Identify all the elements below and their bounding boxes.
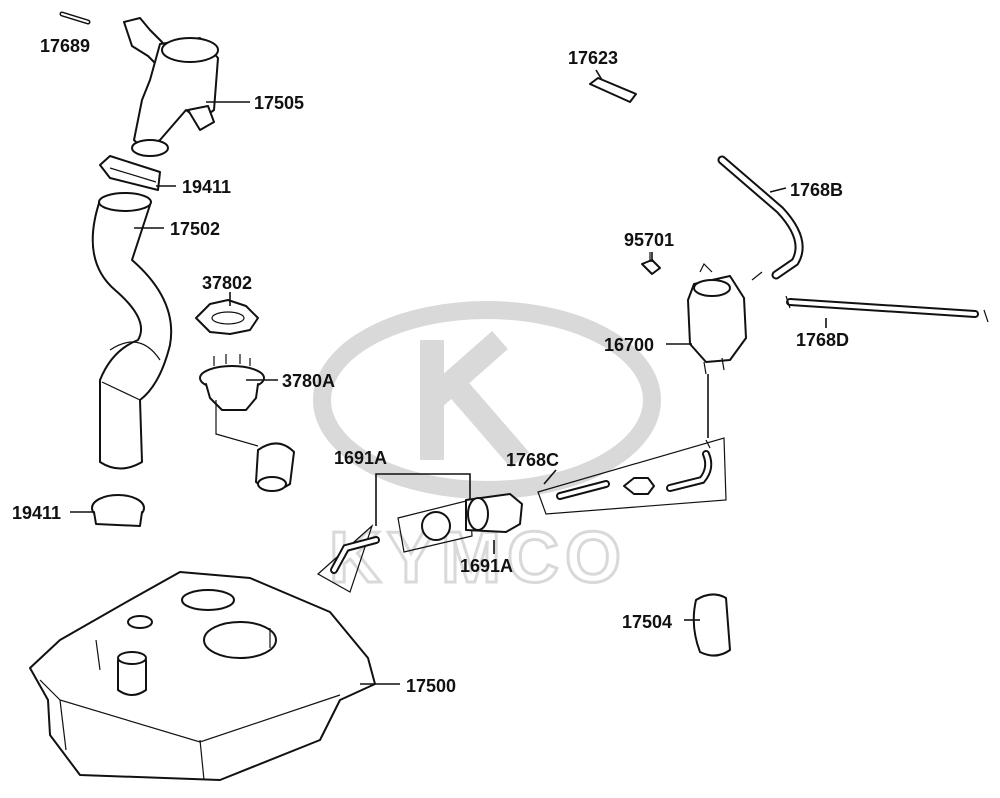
part-16700-canister: [687, 262, 747, 375]
callout-37802: 37802: [202, 273, 252, 293]
part-17689-pin: [59, 11, 91, 25]
callout-3780a: 3780A: [282, 371, 335, 391]
part-95701-bolt: [641, 252, 661, 275]
part-17623-clip: [589, 77, 637, 103]
callout-1691a-lower: 1691A: [460, 556, 513, 576]
callout-17623: 17623: [568, 48, 618, 68]
callout-1691a-upper: 1691A: [334, 448, 387, 468]
part-1768d-tube: [785, 295, 989, 323]
leader-lines: [70, 69, 827, 685]
part-19411-upper-clamp: [99, 155, 161, 191]
callout-1768b: 1768B: [790, 180, 843, 200]
part-19411-lower-clamp: [91, 494, 145, 527]
part-17504-pad: [692, 593, 731, 657]
part-17502-hose: [91, 192, 173, 470]
part-17505-filler-neck: [123, 17, 219, 157]
callout-95701: 95701: [624, 230, 674, 250]
callout-19411-upper: 19411: [182, 177, 231, 197]
part-1768b-tube: [717, 155, 804, 281]
callout-17504: 17504: [622, 612, 672, 632]
part-17500-fuel-tank: [29, 571, 376, 781]
callout-17502: 17502: [170, 219, 220, 239]
callout-17689: 17689: [40, 36, 90, 56]
callout-19411-lower: 19411: [12, 503, 61, 523]
part-1691a-filter-assembly: [316, 493, 523, 593]
callout-16700: 16700: [604, 335, 654, 355]
callout-labels: 17689 17505 19411 17502 37802 3780A 1941…: [12, 36, 849, 696]
callout-17500: 17500: [406, 676, 456, 696]
callout-1768c: 1768C: [506, 450, 559, 470]
part-37802-ring: [195, 299, 259, 335]
callout-1768d: 1768D: [796, 330, 849, 350]
callout-17505: 17505: [254, 93, 304, 113]
part-3780a-gauge-unit: [199, 354, 295, 492]
part-1768c-hose-set: [537, 437, 727, 515]
